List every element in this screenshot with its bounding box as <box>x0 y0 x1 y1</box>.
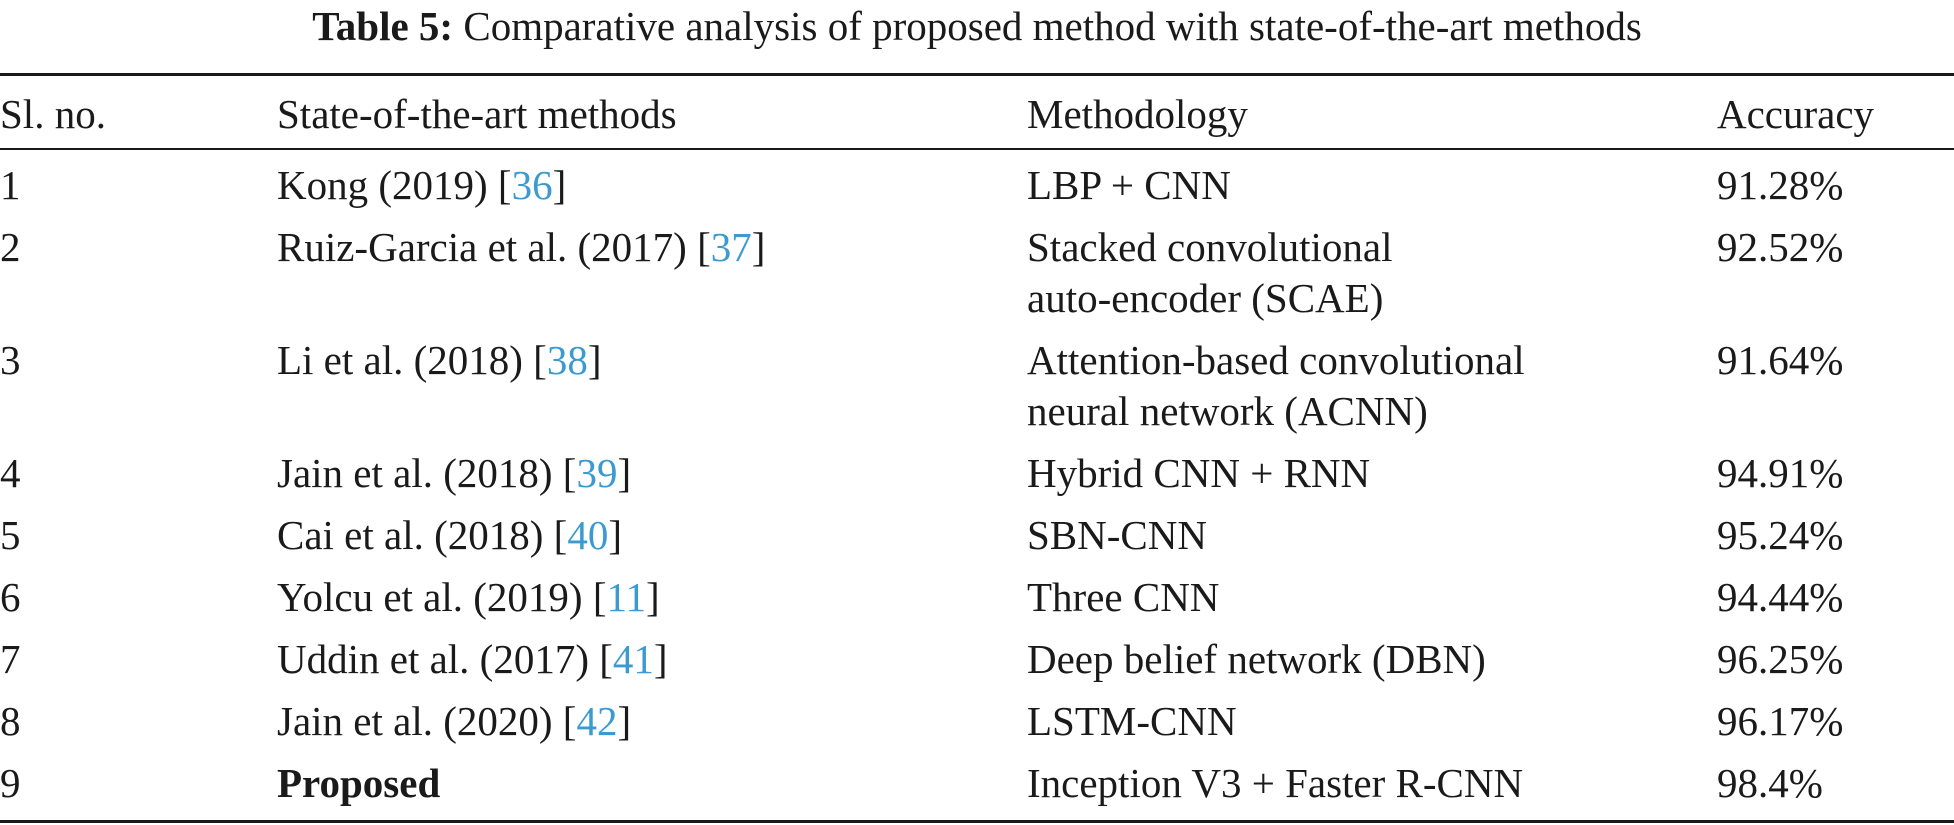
table-row: 3 Li et al. (2018) [38] Attention-based … <box>0 327 1954 440</box>
cell-method: Cai et al. (2018) [40] <box>277 512 622 558</box>
header-methods: State-of-the-art methods <box>277 90 677 137</box>
table-row: 6 Yolcu et al. (2019) [11] Three CNN 94.… <box>0 564 1954 626</box>
cell-accuracy: 94.44% <box>1717 574 1844 620</box>
table-row: 9 Proposed Inception V3 + Faster R-CNN 9… <box>0 750 1954 812</box>
table-row: 2 Ruiz-Garcia et al. (2017) [37] Stacked… <box>0 214 1954 327</box>
cell-accuracy: 91.28% <box>1717 162 1844 208</box>
citation-link[interactable]: 39 <box>576 450 618 496</box>
table-header-row: Sl. no. State-of-the-art methods Methodo… <box>0 76 1954 150</box>
cell-accuracy: 92.52% <box>1717 224 1844 270</box>
table-row: 4 Jain et al. (2018) [39] Hybrid CNN + R… <box>0 440 1954 502</box>
header-sl-no: Sl. no. <box>0 90 106 137</box>
cell-method: Li et al. (2018) [38] <box>277 337 602 383</box>
cell-methodology: LBP + CNN <box>1027 162 1231 208</box>
cell-methodology: LSTM-CNN <box>1027 698 1237 744</box>
table-caption-label: Table 5: <box>312 3 454 49</box>
cell-methodology: Hybrid CNN + RNN <box>1027 450 1371 496</box>
header-methodology: Methodology <box>1027 90 1248 137</box>
cell-methodology: Deep belief network (DBN) <box>1027 636 1486 682</box>
comparison-table: Sl. no. State-of-the-art methods Methodo… <box>0 76 1954 812</box>
table-caption: Table 5: Comparative analysis of propose… <box>0 2 1954 50</box>
cell-sl: 4 <box>0 450 21 496</box>
cell-sl: 2 <box>0 224 21 270</box>
cell-methodology: SBN-CNN <box>1027 512 1207 558</box>
cell-sl: 3 <box>0 337 21 383</box>
cell-sl: 7 <box>0 636 21 682</box>
cell-accuracy: 94.91% <box>1717 450 1844 496</box>
citation-link[interactable]: 42 <box>576 698 618 744</box>
cell-sl: 9 <box>0 760 21 806</box>
citation-link[interactable]: 40 <box>567 512 609 558</box>
cell-method-proposed: Proposed <box>277 760 441 806</box>
cell-methodology: Inception V3 + Faster R-CNN <box>1027 760 1524 806</box>
cell-sl: 5 <box>0 512 21 558</box>
table-caption-text: Comparative analysis of proposed method … <box>463 3 1642 49</box>
table-row: 1 Kong (2019) [36] LBP + CNN 91.28% <box>0 150 1954 214</box>
citation-link[interactable]: 41 <box>612 636 654 682</box>
cell-accuracy: 96.25% <box>1717 636 1844 682</box>
bottom-rule <box>0 820 1954 823</box>
citation-link[interactable]: 36 <box>511 162 553 208</box>
cell-methodology: Three CNN <box>1027 574 1220 620</box>
cell-method: Yolcu et al. (2019) [11] <box>277 574 660 620</box>
cell-method: Uddin et al. (2017) [41] <box>277 636 668 682</box>
cell-sl: 8 <box>0 698 21 744</box>
cell-method: Jain et al. (2020) [42] <box>277 698 632 744</box>
header-accuracy: Accuracy <box>1717 90 1875 137</box>
cell-accuracy: 98.4% <box>1717 760 1823 806</box>
cell-method: Kong (2019) [36] <box>277 162 567 208</box>
cell-sl: 1 <box>0 162 21 208</box>
cell-sl: 6 <box>0 574 21 620</box>
citation-link[interactable]: 11 <box>606 574 646 620</box>
table-row: 7 Uddin et al. (2017) [41] Deep belief n… <box>0 626 1954 688</box>
table-row: 8 Jain et al. (2020) [42] LSTM-CNN 96.17… <box>0 688 1954 750</box>
top-rule <box>0 73 1954 76</box>
cell-accuracy: 91.64% <box>1717 337 1844 383</box>
cell-accuracy: 95.24% <box>1717 512 1844 558</box>
citation-link[interactable]: 38 <box>546 337 588 383</box>
citation-link[interactable]: 37 <box>710 224 752 270</box>
cell-method: Jain et al. (2018) [39] <box>277 450 632 496</box>
cell-accuracy: 96.17% <box>1717 698 1844 744</box>
table-row: 5 Cai et al. (2018) [40] SBN-CNN 95.24% <box>0 502 1954 564</box>
cell-method: Ruiz-Garcia et al. (2017) [37] <box>277 224 766 270</box>
header-rule <box>0 148 1954 150</box>
